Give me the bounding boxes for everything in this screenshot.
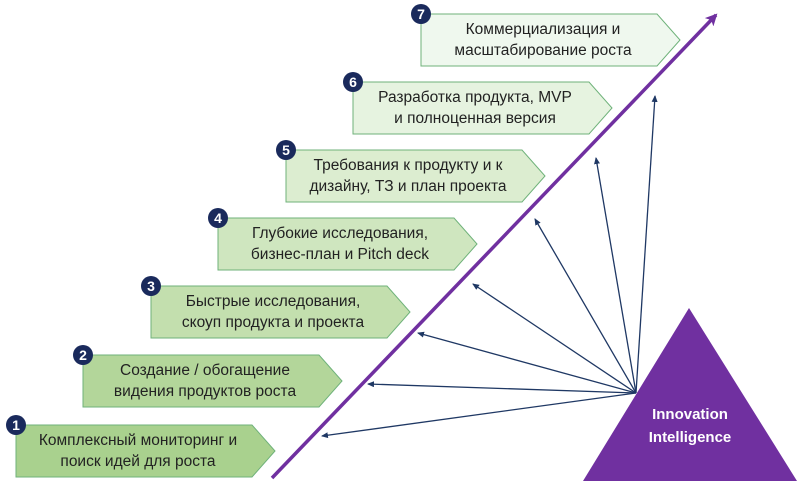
triangle-label-line1: Innovation <box>652 406 728 423</box>
step-text: Разработка продукта, MVP и полноценная ве… <box>353 82 597 134</box>
step-text: Быстрые исследования, скоуп продукта и пр… <box>151 286 395 338</box>
step-line1: Разработка продукта, MVP <box>378 89 572 106</box>
step-2: Создание / обогащение видения продуктов р… <box>83 355 342 407</box>
fan-arrow-7 <box>635 95 658 394</box>
step-text: Требования к продукту и к дизайну, ТЗ и п… <box>286 150 530 202</box>
step-number-badge: 1 <box>6 415 26 435</box>
step-line1: Коммерциализация и <box>465 21 621 38</box>
step-line2: и полноценная версия <box>394 110 556 127</box>
fan-arrow-4 <box>472 283 637 394</box>
step-number-badge: 6 <box>343 72 363 92</box>
step-shape-1 <box>15 424 276 478</box>
step-number-badge: 2 <box>73 345 93 365</box>
step-7: Коммерциализация и масштабирование роста <box>421 14 680 66</box>
triangle-label-line2: Intelligence <box>648 429 732 446</box>
step-5: Требования к продукту и к дизайну, ТЗ и п… <box>286 150 545 202</box>
step-shape-4 <box>217 217 478 271</box>
innovation-intelligence-triangle <box>583 308 797 481</box>
step-line1: Создание / обогащение <box>120 362 290 379</box>
step-number-badge: 5 <box>276 140 296 160</box>
step-shape-5 <box>285 149 546 203</box>
step-line1: Требования к продукту и к <box>313 157 503 174</box>
fan-arrow-3 <box>417 331 637 394</box>
triangle-label: Innovation Intelligence <box>610 403 770 449</box>
fan-arrow-5 <box>534 218 637 394</box>
step-3: Быстрые исследования, скоуп продукта и пр… <box>151 286 410 338</box>
step-number-badge: 4 <box>208 208 228 228</box>
step-line2: видения продуктов роста <box>113 383 297 400</box>
growth-axis-arrow <box>270 13 718 480</box>
fan-arrow-2 <box>367 381 637 394</box>
step-line2: масштабирование роста <box>454 42 632 59</box>
step-line2: скоуп продукта и проекта <box>181 314 365 331</box>
step-number-badge: 3 <box>141 276 161 296</box>
step-line1: Быстрые исследования, <box>185 293 361 310</box>
step-shape-2 <box>82 354 343 408</box>
fan-arrow-6 <box>594 157 637 394</box>
step-line2: поиск идей для роста <box>60 453 216 470</box>
step-text: Коммерциализация и масштабирование роста <box>421 14 665 66</box>
step-6: Разработка продукта, MVP и полноценная ве… <box>353 82 612 134</box>
step-text: Создание / обогащение видения продуктов р… <box>83 355 327 407</box>
step-line2: дизайну, ТЗ и план проекта <box>309 178 507 195</box>
step-text: Глубокие исследования, бизнес-план и Pitc… <box>218 218 462 270</box>
step-line1: Комплексный мониторинг и <box>38 432 238 449</box>
step-text: Комплексный мониторинг и поиск идей для р… <box>16 425 260 477</box>
step-1: Комплексный мониторинг и поиск идей для р… <box>16 425 275 477</box>
step-shape-3 <box>150 285 411 339</box>
step-line2: бизнес-план и Pitch deck <box>250 246 430 263</box>
fan-arrow-1 <box>321 392 637 439</box>
step-4: Глубокие исследования, бизнес-план и Pitc… <box>218 218 477 270</box>
step-shape-6 <box>352 81 613 135</box>
step-number-badge: 7 <box>411 4 431 24</box>
step-line1: Глубокие исследования, <box>251 225 429 242</box>
step-shape-7 <box>420 13 681 67</box>
